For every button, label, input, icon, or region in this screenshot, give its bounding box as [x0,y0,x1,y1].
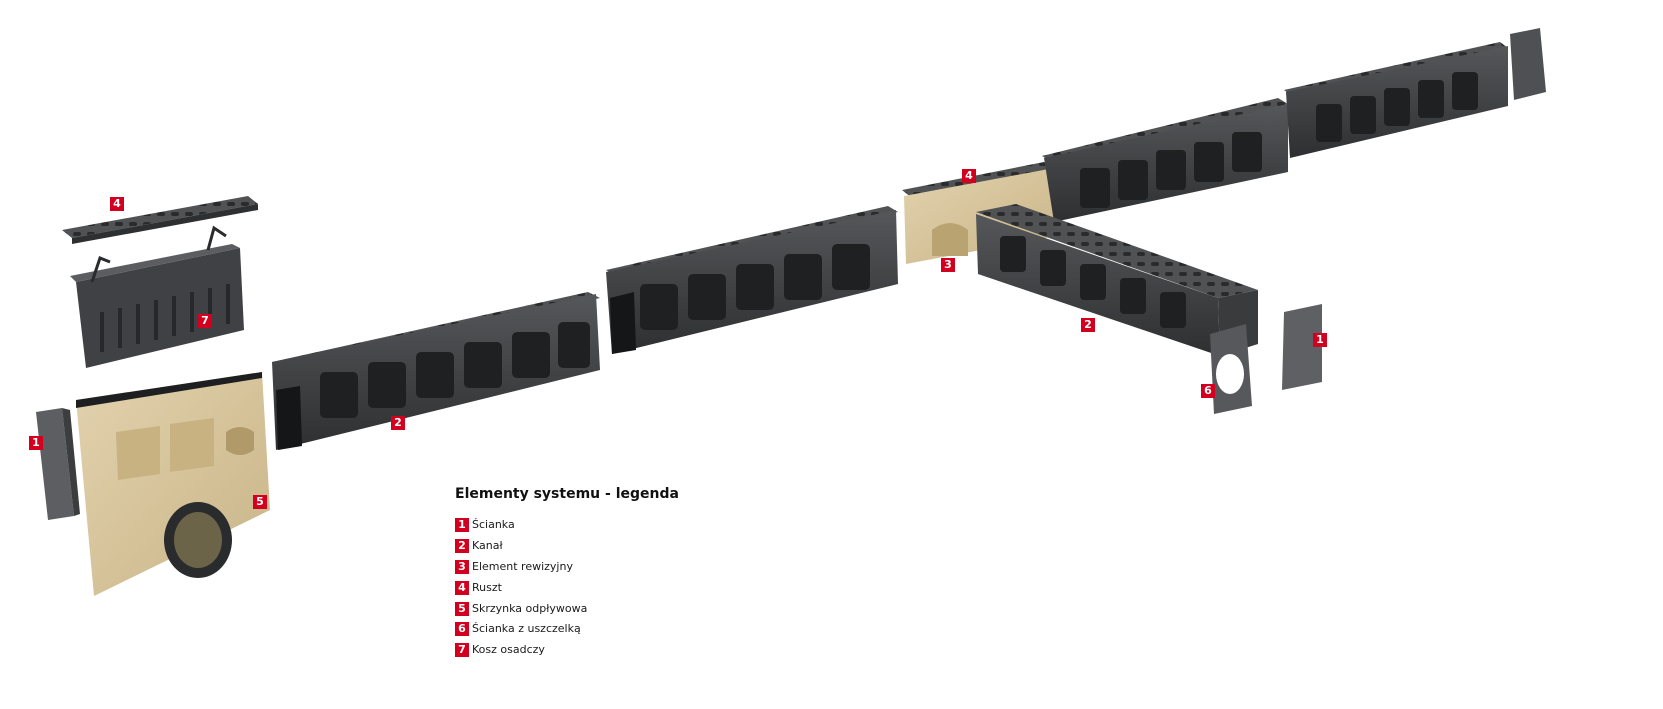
marker-channel-1: 2 [391,416,405,430]
legend-item: 7 Kosz osadczy [455,640,855,661]
legend-number: 3 [455,559,469,574]
outlet-box [76,372,270,596]
legend-item: 2 Kanał [455,536,855,557]
legend: Elementy systemu - legenda 1 Ścianka 2 K… [455,485,855,661]
end-wall-with-seal [1210,324,1252,414]
end-wall-left [36,408,80,520]
sediment-basket [70,225,244,368]
legend-label: Kanał [472,539,503,553]
legend-number: 4 [455,580,469,595]
grate-left [62,196,258,244]
legend-number: 5 [455,601,469,616]
legend-item: 6 Ścianka z uszczelką [455,619,855,640]
legend-number: 7 [455,643,469,658]
marker-end-wall-seal: 6 [1201,384,1215,398]
marker-basket: 7 [198,314,212,328]
legend-label: Skrzynka odpływowa [472,601,588,615]
marker-end-wall-left: 1 [29,436,43,450]
legend-label: Ścianka z uszczelką [472,622,581,636]
end-wall-right [1282,304,1322,390]
legend-number: 6 [455,622,469,637]
legend-number: 1 [455,518,469,533]
legend-item: 5 Skrzynka odpływowa [455,598,855,619]
channel-3 [1042,98,1288,222]
legend-item: 4 Ruszt [455,577,855,598]
legend-item: 3 Element rewizyjny [455,557,855,578]
legend-item: 1 Ścianka [455,515,855,536]
legend-label: Element rewizyjny [472,559,573,573]
marker-grate-left: 4 [110,197,124,211]
channel-1 [272,292,600,450]
legend-title: Elementy systemu - legenda [455,486,679,502]
marker-end-wall-right: 1 [1313,333,1327,347]
legend-label: Ruszt [472,580,502,594]
legend-label: Kosz osadczy [472,643,545,657]
marker-channel-branch: 2 [1081,318,1095,332]
marker-grate-inspection: 4 [962,169,976,183]
legend-label: Ścianka [472,518,515,532]
marker-inspection-element: 3 [941,258,955,272]
legend-number: 2 [455,539,469,554]
channel-2 [606,206,898,354]
marker-outlet-box: 5 [253,495,267,509]
channel-4 [1284,28,1546,158]
